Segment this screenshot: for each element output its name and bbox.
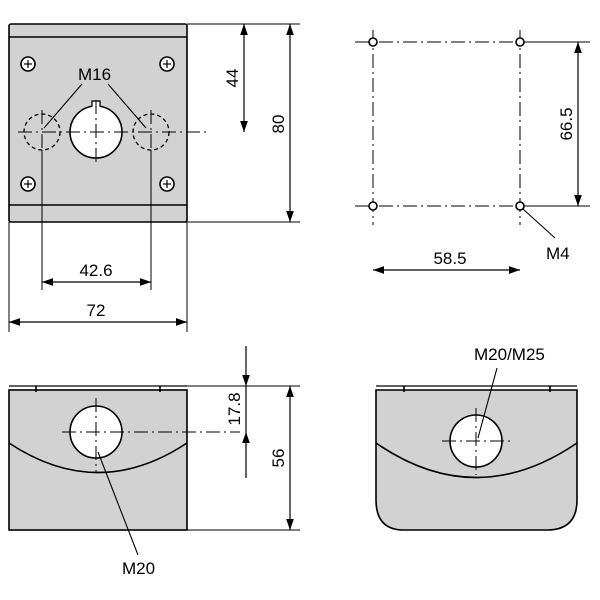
dim-hole-spacing: 42.6: [79, 261, 112, 280]
m4-label: M4: [546, 244, 570, 263]
screw-icon: [20, 176, 36, 192]
dim-side-height: 56: [269, 449, 288, 468]
dim-width: 72: [87, 301, 106, 320]
dim-height-center: 44: [223, 69, 242, 88]
dim-hole-width: 58.5: [433, 249, 466, 268]
rounded-side-view: M20/M25: [375, 345, 578, 531]
side-view: 17.8 56 M20: [8, 346, 300, 578]
screw-icon: [159, 176, 175, 192]
mounting-hole: [515, 37, 525, 47]
screw-icon: [159, 56, 175, 72]
mounting-hole: [515, 201, 525, 211]
mounting-hole: [368, 201, 378, 211]
dim-height-total: 80: [269, 115, 288, 134]
mounting-hole: [368, 37, 378, 47]
screw-icon: [20, 56, 36, 72]
m16-label: M16: [78, 65, 111, 84]
mounting-pattern-view: 66.5 58.5 M4: [355, 30, 590, 274]
side-view-curve: [8, 442, 188, 474]
dim-center-offset: 17.8: [225, 392, 244, 425]
front-view: M16 42.6 72 44 80: [8, 23, 300, 332]
rounded-side-view-curve: [375, 442, 578, 479]
dim-hole-height: 66.5: [557, 107, 576, 140]
m20-label: M20: [122, 559, 155, 578]
m20-m25-label: M20/M25: [474, 345, 545, 364]
